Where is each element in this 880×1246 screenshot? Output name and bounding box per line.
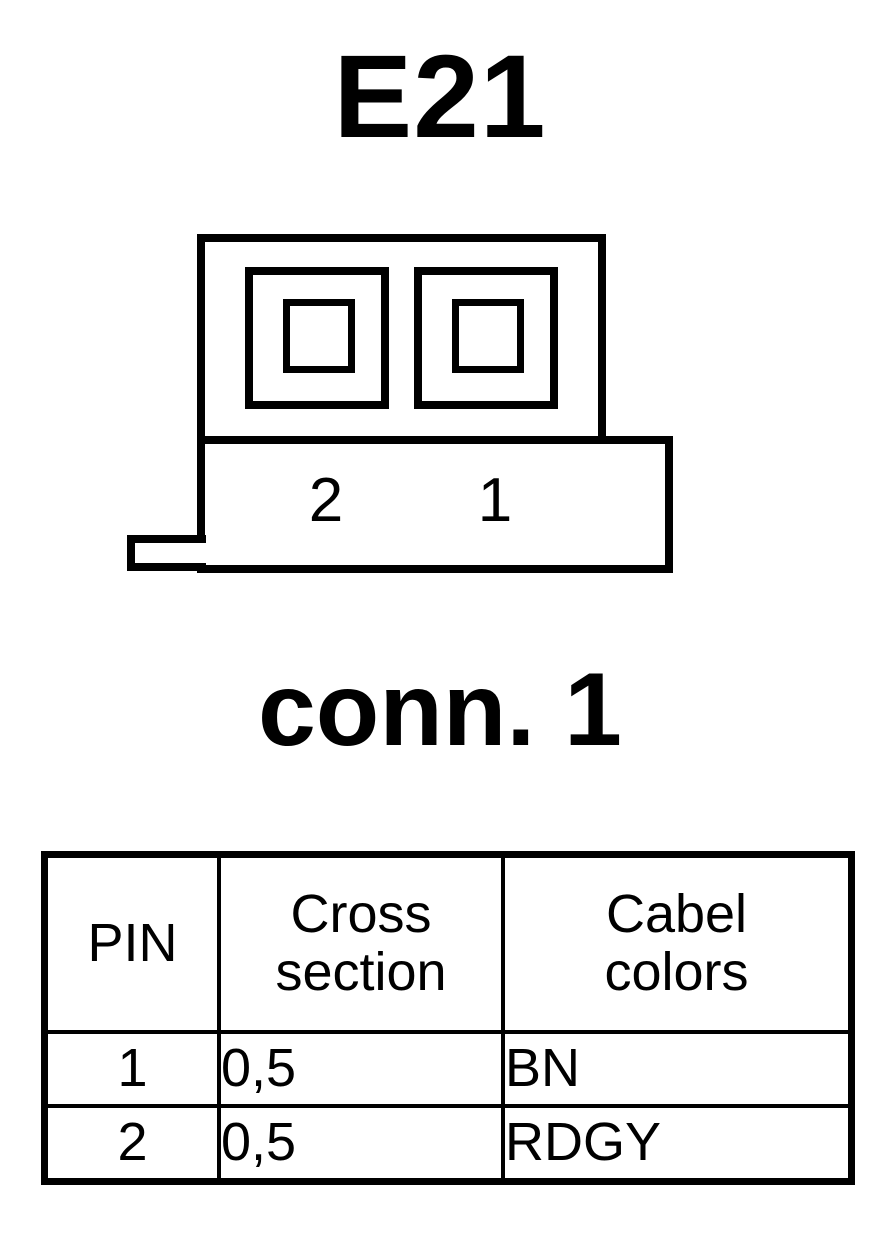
- table-row: 1 0,5 BN: [42, 1030, 854, 1108]
- column-header-pin: PIN: [42, 852, 221, 1034]
- column-header-cable-colors-line1: Cabel: [605, 884, 748, 945]
- pin-cavity-inner-1: [452, 299, 524, 373]
- table-row: 2 0,5 RDGY: [42, 1104, 854, 1184]
- connector-caption: conn. 1: [257, 652, 623, 768]
- cell-pin: 1: [42, 1030, 221, 1108]
- cell-pin: 2: [42, 1104, 221, 1184]
- connector-diagram: 2 1: [0, 0, 880, 620]
- pin-marker-1: 1: [477, 466, 513, 535]
- pin-cavity-inner-2: [283, 299, 355, 373]
- page-title: E21: [333, 31, 547, 163]
- column-header-cross-section-line1: Cross: [290, 884, 432, 945]
- cell-cross-section: 0,5: [217, 1104, 505, 1184]
- table-header-row: PIN Cross section Cabel colors: [42, 852, 854, 1034]
- column-header-cross-section-line2: section: [275, 942, 447, 1002]
- cell-cable-color: RDGY: [501, 1104, 854, 1184]
- column-header-cable-colors: Cabel colors: [501, 852, 854, 1034]
- connector-latch-tab: [127, 535, 206, 571]
- column-header-cross-section: Cross section: [217, 852, 505, 1034]
- pinout-table: PIN Cross section Cabel colors 1 0,5 BN …: [41, 851, 855, 1185]
- cell-cross-section: 0,5: [217, 1030, 505, 1108]
- column-header-cable-colors-line2: colors: [604, 942, 749, 1002]
- connector-base-block: [197, 436, 673, 573]
- cell-cable-color: BN: [501, 1030, 854, 1108]
- pin-marker-2: 2: [308, 466, 344, 535]
